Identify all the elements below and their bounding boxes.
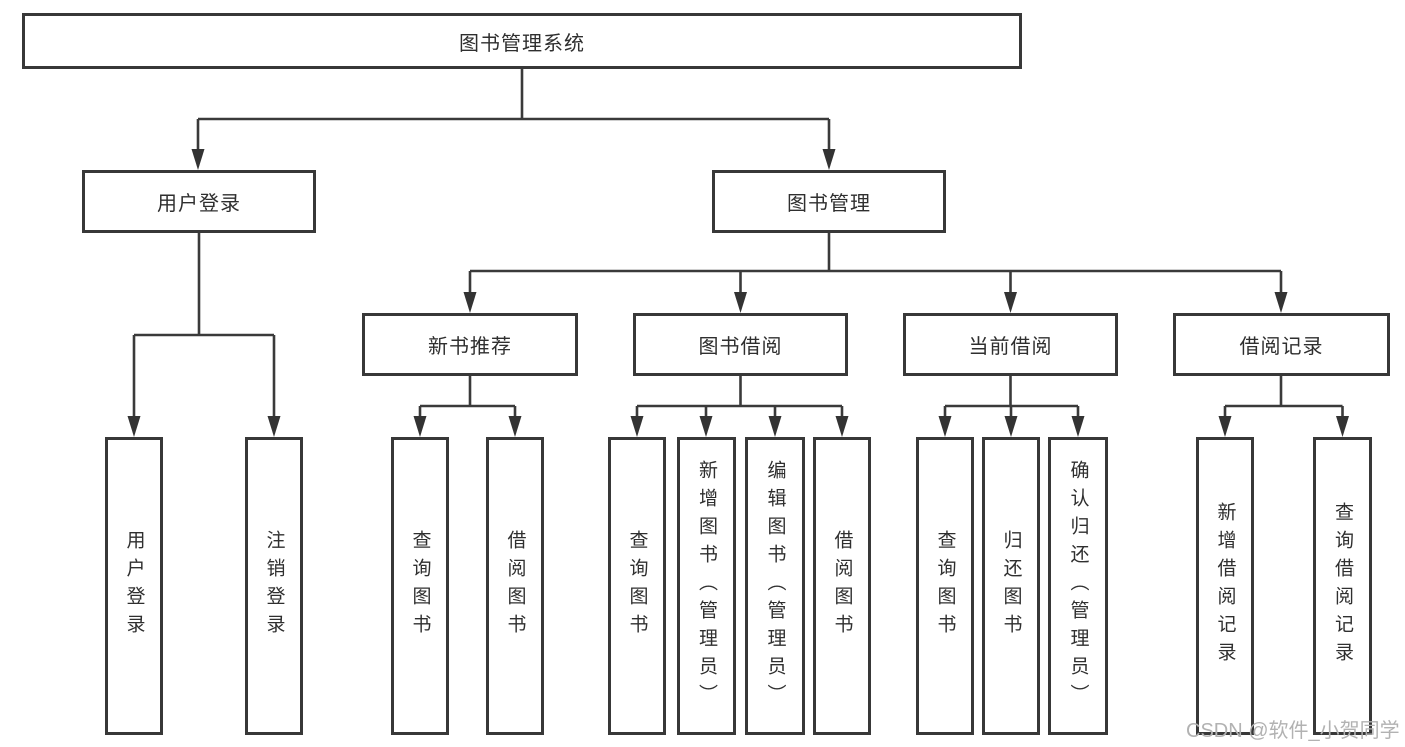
leaf-logout: 注销登录	[245, 437, 303, 735]
node-library-system: 图书管理系统	[22, 13, 1022, 69]
leaf-query-book-1-label: 查询图书	[409, 530, 431, 642]
connector-root-branch	[191, 68, 836, 170]
node-book-borrow: 图书借阅	[633, 313, 848, 376]
leaf-logout-label: 注销登录	[263, 530, 285, 642]
leaf-edit-book-admin: 编辑图书（管理员）	[745, 437, 805, 735]
leaf-confirm-return-admin-label: 确认归还（管理员）	[1067, 460, 1089, 712]
leaf-query-book-2: 查询图书	[608, 437, 666, 735]
node-book-management: 图书管理	[712, 170, 946, 233]
leaf-query-book-3-label: 查询图书	[934, 530, 956, 642]
node-library-system-label: 图书管理系统	[459, 32, 585, 55]
leaf-borrow-book-1-label: 借阅图书	[504, 530, 526, 642]
leaf-borrow-book-2: 借阅图书	[813, 437, 871, 735]
connector-user-login-branch	[127, 233, 281, 437]
leaf-return-book-label: 归还图书	[1000, 530, 1022, 642]
connector-current-borrow-branch	[938, 376, 1085, 437]
connector-book-borrow-branch	[630, 376, 849, 437]
leaf-return-book: 归还图书	[982, 437, 1040, 735]
leaf-add-borrow-record-label: 新增借阅记录	[1214, 502, 1236, 670]
leaf-query-book-1: 查询图书	[391, 437, 449, 735]
leaf-query-book-2-label: 查询图书	[626, 530, 648, 642]
csdn-watermark: CSDN @软件_小贺同学	[1186, 720, 1400, 742]
leaf-confirm-return-admin: 确认归还（管理员）	[1048, 437, 1108, 735]
node-new-book-recommend: 新书推荐	[362, 313, 578, 376]
leaf-add-book-admin-label: 新增图书（管理员）	[696, 460, 717, 712]
leaf-user-login: 用户登录	[105, 437, 163, 735]
leaf-edit-book-admin-label: 编辑图书（管理员）	[764, 460, 786, 712]
leaf-user-login-label: 用户登录	[123, 530, 145, 642]
connector-borrow-record-branch	[1218, 376, 1349, 437]
leaf-add-borrow-record: 新增借阅记录	[1196, 437, 1254, 735]
leaf-query-book-3: 查询图书	[916, 437, 974, 735]
leaf-query-borrow-record-label: 查询借阅记录	[1332, 502, 1353, 670]
node-user-login-label: 用户登录	[157, 193, 241, 215]
node-user-login: 用户登录	[82, 170, 316, 233]
node-current-borrow: 当前借阅	[903, 313, 1118, 376]
leaf-add-book-admin: 新增图书（管理员）	[677, 437, 736, 735]
node-current-borrow-label: 当前借阅	[968, 336, 1053, 358]
node-book-management-label: 图书管理	[787, 193, 871, 215]
node-book-borrow-label: 图书借阅	[698, 336, 783, 358]
leaf-borrow-book-2-label: 借阅图书	[831, 530, 853, 642]
connector-book-management-branch	[463, 233, 1288, 313]
leaf-query-borrow-record: 查询借阅记录	[1313, 437, 1372, 735]
connector-new-book-branch	[413, 376, 522, 437]
node-borrow-record-label: 借阅记录	[1239, 336, 1324, 358]
leaf-borrow-book-1: 借阅图书	[486, 437, 544, 735]
node-new-book-recommend-label: 新书推荐	[428, 336, 512, 358]
node-borrow-record: 借阅记录	[1173, 313, 1390, 376]
